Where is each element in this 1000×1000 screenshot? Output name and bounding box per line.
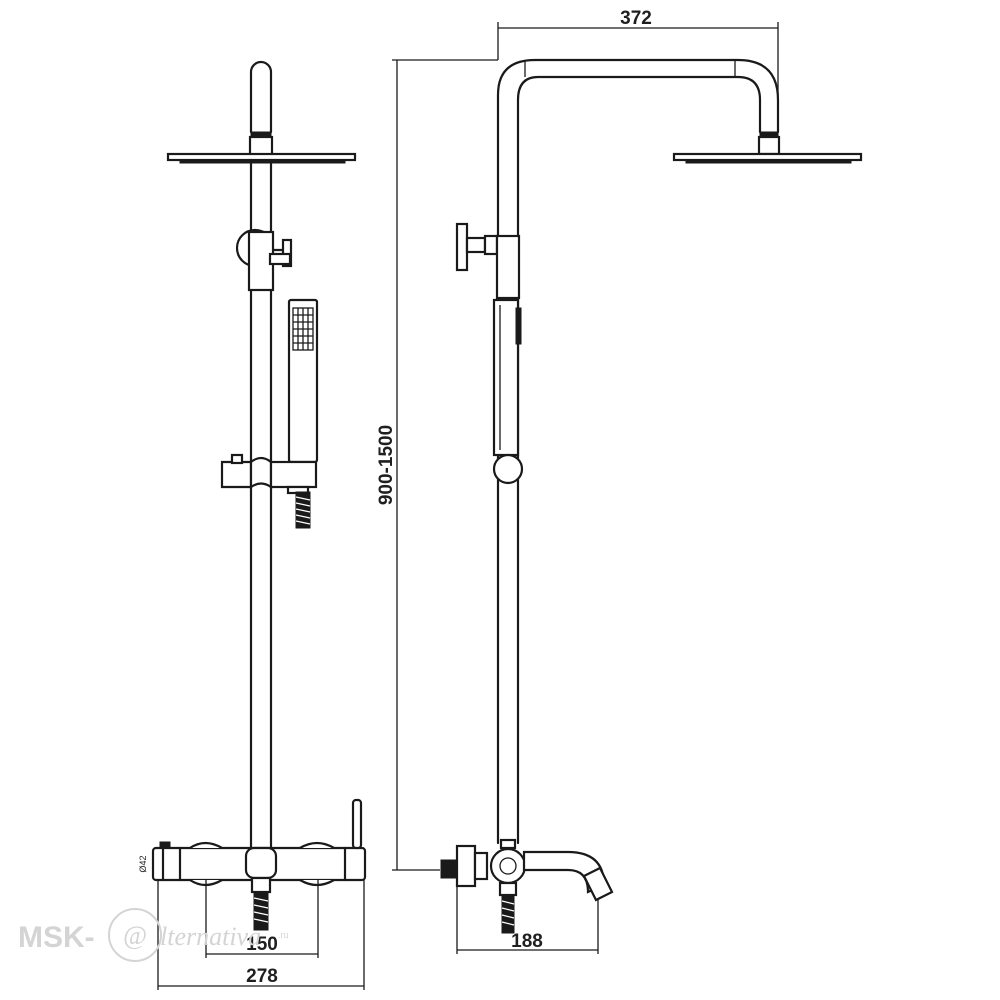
side-shower-head [672,152,863,164]
dim-188-label: 188 [511,931,543,952]
watermark-logo-glyph: @ [123,921,147,950]
watermark: MSK- @ lternativa .ru [18,908,289,962]
side-view: 372 900-1500 [376,8,863,954]
front-view: 150 278 Ø42 [138,60,367,990]
side-slider-knob [492,453,524,485]
front-dimensions [157,880,365,990]
dim-height-label: 900-1500 [376,425,397,505]
front-pipe-top [249,60,273,134]
front-hose [295,491,311,529]
diameter-label: Ø42 [138,855,148,872]
watermark-suffix: lternativa [160,922,261,951]
dim-150-label: 150 [246,934,278,955]
watermark-logo-ring [108,908,162,962]
watermark-brand: MSK- [18,921,95,954]
side-dimension-height [392,59,498,871]
front-mixer [151,798,367,931]
front-hand-shower [287,298,319,464]
dim-278-label: 278 [246,966,278,987]
side-diverter [455,222,521,300]
side-mixer [440,838,614,934]
front-pipe-neck [248,135,274,157]
side-dimension-372 [497,22,779,100]
side-arm-neck [757,135,781,156]
front-shower-head [166,152,357,164]
watermark-tld: .ru [278,930,289,940]
side-hand-shower [492,298,522,457]
dim-372-label: 372 [620,8,652,29]
side-dimension-188 [456,886,599,954]
side-overhead-arm [496,58,780,238]
front-diverter [235,228,293,292]
